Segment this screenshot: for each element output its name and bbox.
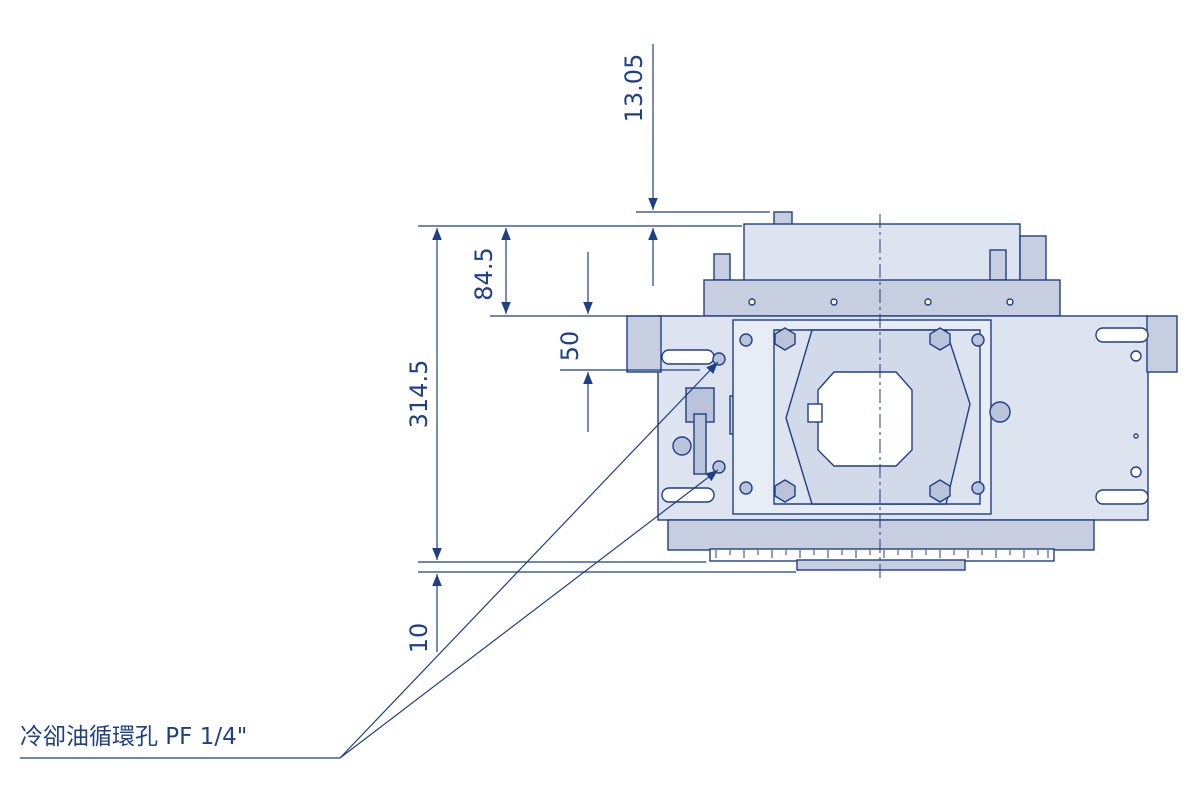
bolt-top-right bbox=[929, 327, 951, 351]
callout-leaders bbox=[20, 361, 719, 759]
bottom-ring bbox=[796, 559, 966, 571]
dim-13-05: 13.05 bbox=[620, 54, 648, 123]
callout-label: 冷卻油循環孔 PF 1/4" bbox=[20, 724, 247, 750]
scale-ticks bbox=[715, 550, 1049, 558]
right-bracket bbox=[1019, 235, 1047, 283]
bolt-bottom-left bbox=[774, 479, 796, 503]
dim-314-5: 314.5 bbox=[405, 360, 433, 429]
bolt-top-left bbox=[774, 327, 796, 351]
handle-lower-left bbox=[661, 487, 715, 503]
right-clamp bbox=[1146, 315, 1178, 373]
bolt-bottom-right bbox=[929, 479, 951, 503]
handle-lower-right bbox=[1095, 489, 1149, 505]
scale-ring bbox=[709, 548, 1055, 562]
dim-84-5: 84.5 bbox=[470, 247, 498, 300]
octagon-pocket bbox=[817, 371, 913, 467]
left-nipple bbox=[713, 253, 731, 281]
base-plate bbox=[667, 519, 1095, 551]
dim-50: 50 bbox=[556, 331, 584, 362]
handle-upper-left bbox=[661, 349, 715, 365]
dim-10: 10 bbox=[405, 623, 433, 654]
handle-upper-right bbox=[1095, 327, 1149, 343]
lever-arm bbox=[693, 413, 707, 475]
right-gear bbox=[989, 401, 1011, 423]
cap-housing bbox=[743, 223, 1021, 283]
right-nipple bbox=[989, 249, 1007, 281]
coolant-port-upper bbox=[712, 352, 726, 366]
machine-part bbox=[626, 211, 1178, 571]
dimension-lines bbox=[418, 44, 796, 652]
left-clamp bbox=[626, 315, 662, 373]
coolant-port-lower bbox=[712, 460, 726, 474]
flange-band bbox=[703, 279, 1061, 317]
